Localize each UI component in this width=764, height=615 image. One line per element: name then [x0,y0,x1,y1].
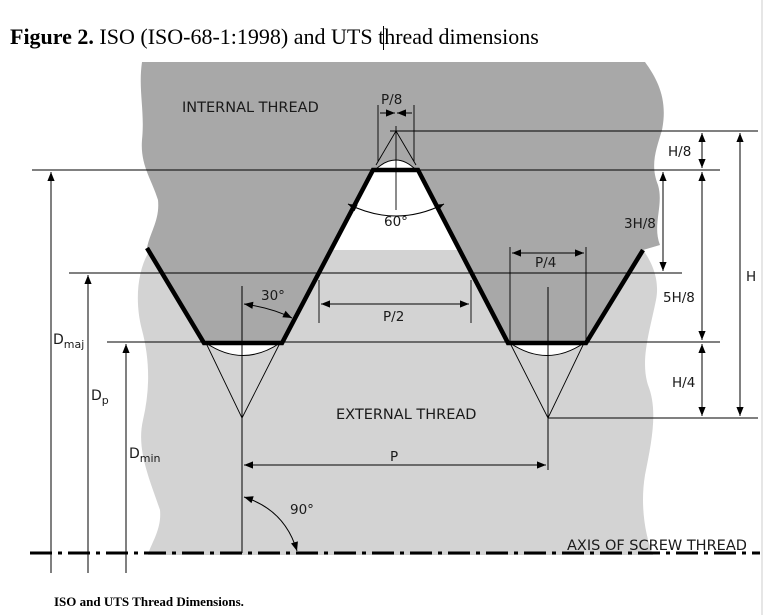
page-edge [761,0,763,615]
h-label: H [746,269,756,285]
p2-label: P/2 [383,309,404,325]
angle-90-label: 90° [290,502,314,518]
h3-8-label: 3H/8 [624,216,656,232]
p4-label: P/4 [535,255,556,271]
axis-label: AXIS OF SCREW THREAD [567,538,747,554]
external-thread-label: EXTERNAL THREAD [336,407,476,423]
h8-label: H/8 [668,144,691,160]
dmin-label: Dmin [129,446,161,465]
p8-label: P/8 [381,92,402,108]
angle-30-arc [243,301,293,319]
dp-label: Dp [91,388,109,407]
figure-title: Figure 2. ISO (ISO-68-1:1998) and UTS th… [10,24,539,50]
angle-30-label: 30° [261,288,285,304]
figure-title-text-b: hread dimensions [384,24,539,49]
angle-60-label: 60° [384,214,408,230]
h4-label: H/4 [672,375,695,391]
dmaj-label: Dmaj [53,332,84,351]
angle-60-arc [347,203,445,217]
figure-title-text-a: ISO (ISO-68-1:1998) and UTS t [93,24,385,49]
text-cursor [383,26,385,50]
figure-caption: ISO and UTS Thread Dimensions. [54,594,244,609]
figure-label: Figure 2. [10,24,94,49]
angle-90-arc [243,496,298,552]
h5-8-label: 5H/8 [663,290,695,306]
p-label: P [390,449,398,465]
internal-thread-label: INTERNAL THREAD [182,100,319,116]
